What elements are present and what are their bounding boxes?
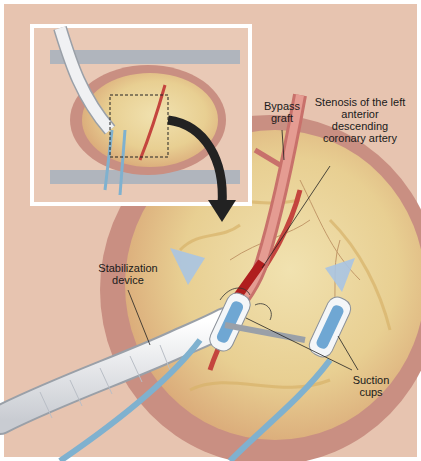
inset-frame	[30, 24, 252, 206]
zoom-arrow	[168, 120, 222, 205]
suction-cup	[206, 290, 253, 355]
inset-view	[34, 28, 248, 202]
callout-label: Stabilization device	[88, 262, 168, 286]
callout-label: Stenosis of the left anterior descending…	[312, 96, 408, 144]
pressure-arrow	[325, 258, 355, 292]
stabilizer-arm	[0, 322, 225, 420]
pressure-arrow	[170, 248, 205, 285]
leader-line	[128, 130, 358, 370]
callout-label: Bypass graft	[254, 100, 310, 124]
callout-label: Suction cups	[340, 374, 402, 398]
detail-box	[110, 95, 168, 157]
